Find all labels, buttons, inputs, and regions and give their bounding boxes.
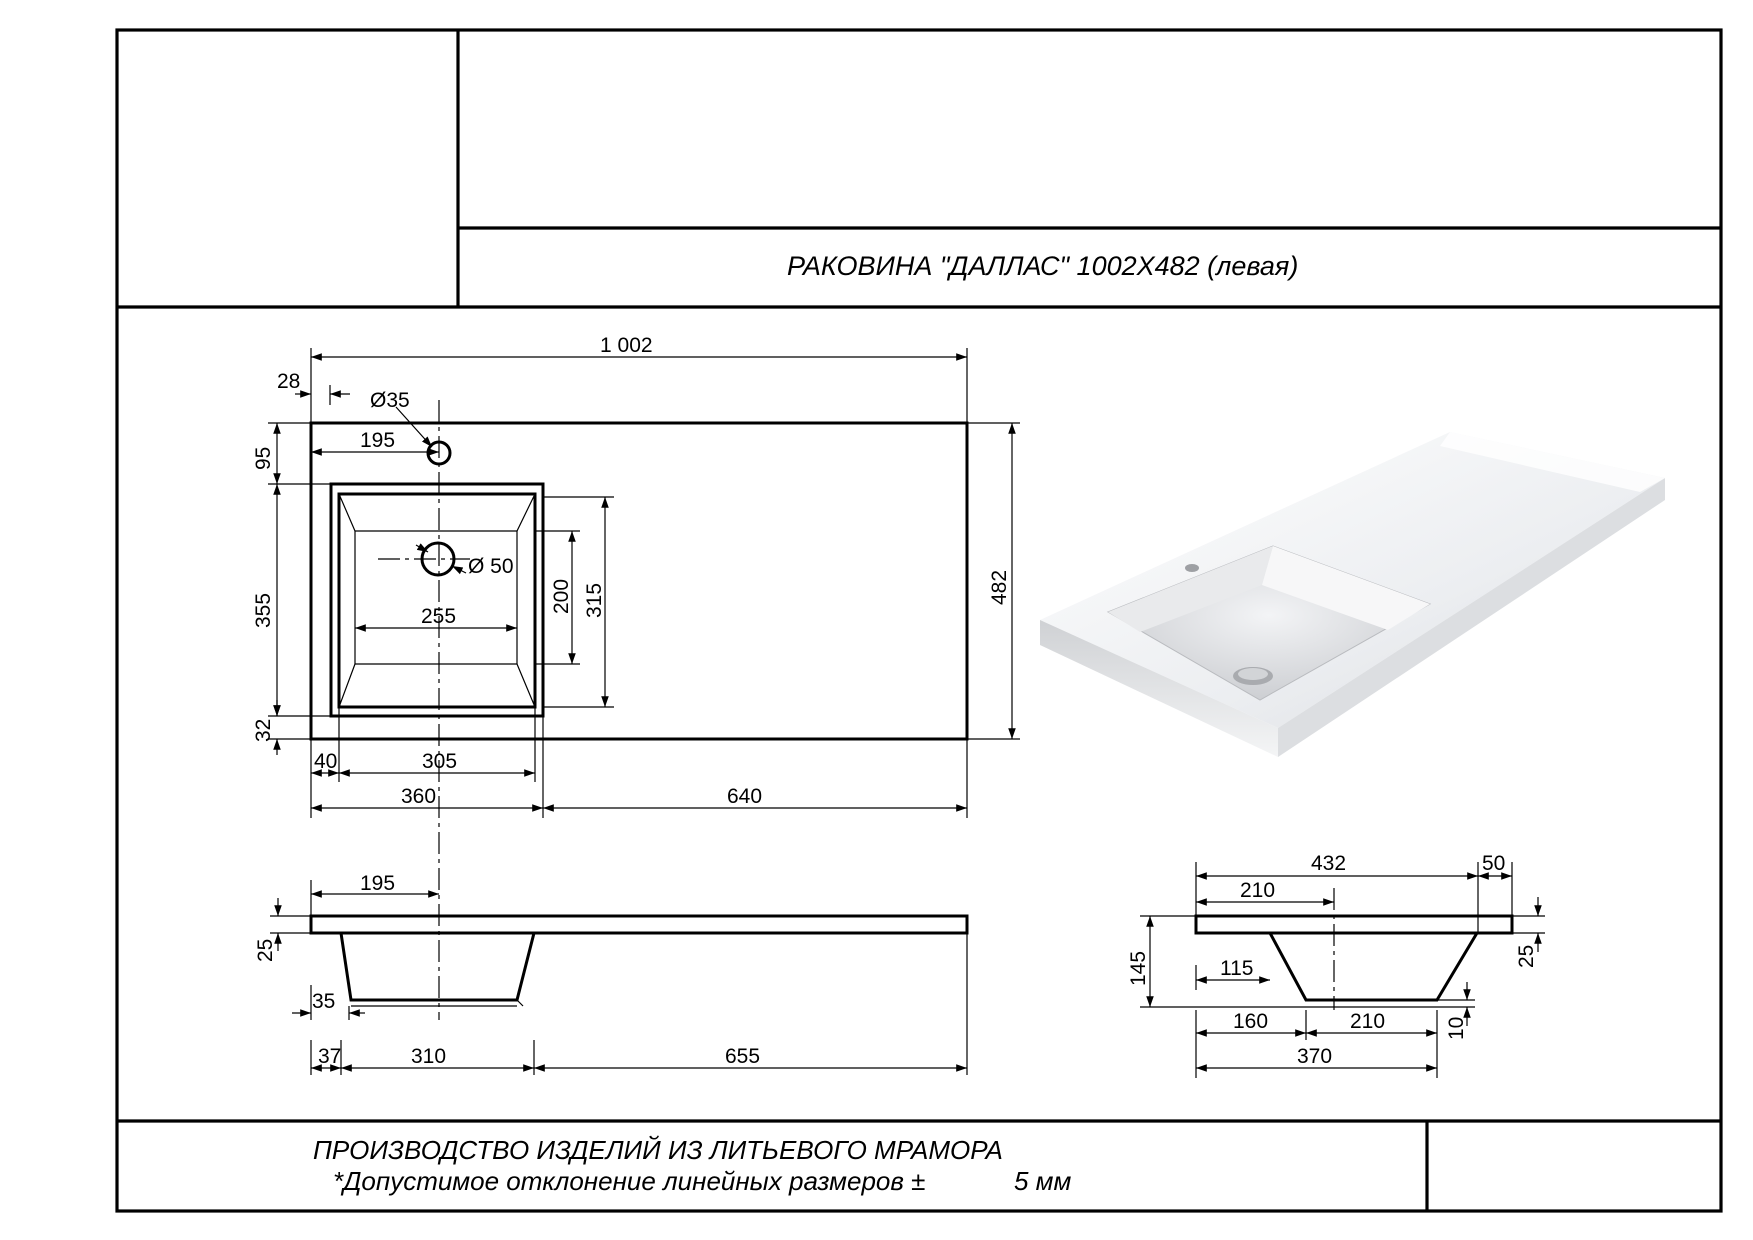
dim-side-bottom-width: 210 (1350, 1010, 1385, 1033)
side-section-view (1194, 888, 1514, 1010)
dim-front-bowl-width: 310 (411, 1045, 446, 1068)
dim-overall-length: 1 002 (600, 334, 653, 357)
dim-bowl-outer-height: 315 (583, 583, 606, 618)
dim-front-tap-offset: 195 (360, 872, 395, 895)
dim-front-left-zone: 37 (318, 1045, 341, 1068)
dim-side-bottom-thickness: 10 (1445, 1017, 1468, 1040)
dim-bottom-margin: 32 (252, 719, 275, 742)
dim-bowl-depth-outer: 355 (252, 593, 275, 628)
footer-tolerance-value: 5 мм (1014, 1166, 1072, 1196)
dim-bowl-inner-height: 200 (550, 579, 573, 614)
dim-overall-width: 482 (988, 570, 1011, 605)
dim-side-inner-offset: 115 (1220, 957, 1253, 980)
basin-3d-render (1040, 432, 1665, 757)
side-section-dimensions: 432 50 210 145 115 25 160 210 10 370 (1127, 852, 1545, 1078)
plan-dimensions: 1 002 28 Ø35 195 95 355 32 Ø 50 255 (252, 334, 1020, 818)
dim-bowl-outer-width: 305 (422, 750, 457, 773)
dim-counter-zone: 640 (727, 785, 762, 808)
dim-side-slab-thickness: 25 (1515, 945, 1538, 968)
dim-side-total-span: 370 (1297, 1045, 1332, 1068)
dim-bowl-inner-width: 255 (421, 605, 456, 628)
drawing-frame (115, 28, 1723, 1213)
dim-tap-hole-offset: 195 (360, 429, 395, 452)
dim-tap-hole-diameter: Ø35 (370, 389, 410, 412)
footer-production-line: ПРОИЗВОДСТВО ИЗДЕЛИЙ ИЗ ЛИТЬЕВОГО МРАМОР… (313, 1135, 1003, 1165)
dim-side-depth: 432 (1311, 852, 1346, 875)
dim-front-slab-thickness: 25 (254, 939, 277, 962)
footer-tolerance-note: *Допустимое отклонение линейных размеров… (333, 1166, 925, 1196)
drawing-title: РАКОВИНА "ДАЛЛАС" 1002X482 (левая) (787, 251, 1298, 281)
plan-view (309, 400, 969, 1020)
dim-edge-offset: 28 (277, 370, 300, 393)
dim-top-margin: 95 (252, 447, 275, 470)
front-section-view (309, 914, 969, 1007)
dim-front-right-zone: 655 (725, 1045, 760, 1068)
dim-side-front-lip: 50 (1482, 852, 1505, 875)
dim-bowl-zone: 360 (401, 785, 436, 808)
front-section-dimensions: 195 25 35 37 310 655 (254, 872, 968, 1075)
dim-side-center: 210 (1240, 879, 1275, 902)
dim-side-bottom-offset: 160 (1233, 1010, 1268, 1033)
dim-side-height: 145 (1127, 951, 1150, 986)
dim-left-margin: 40 (314, 750, 337, 773)
dim-front-bowl-offset: 35 (312, 990, 335, 1013)
dim-drain-diameter: Ø 50 (468, 555, 514, 578)
